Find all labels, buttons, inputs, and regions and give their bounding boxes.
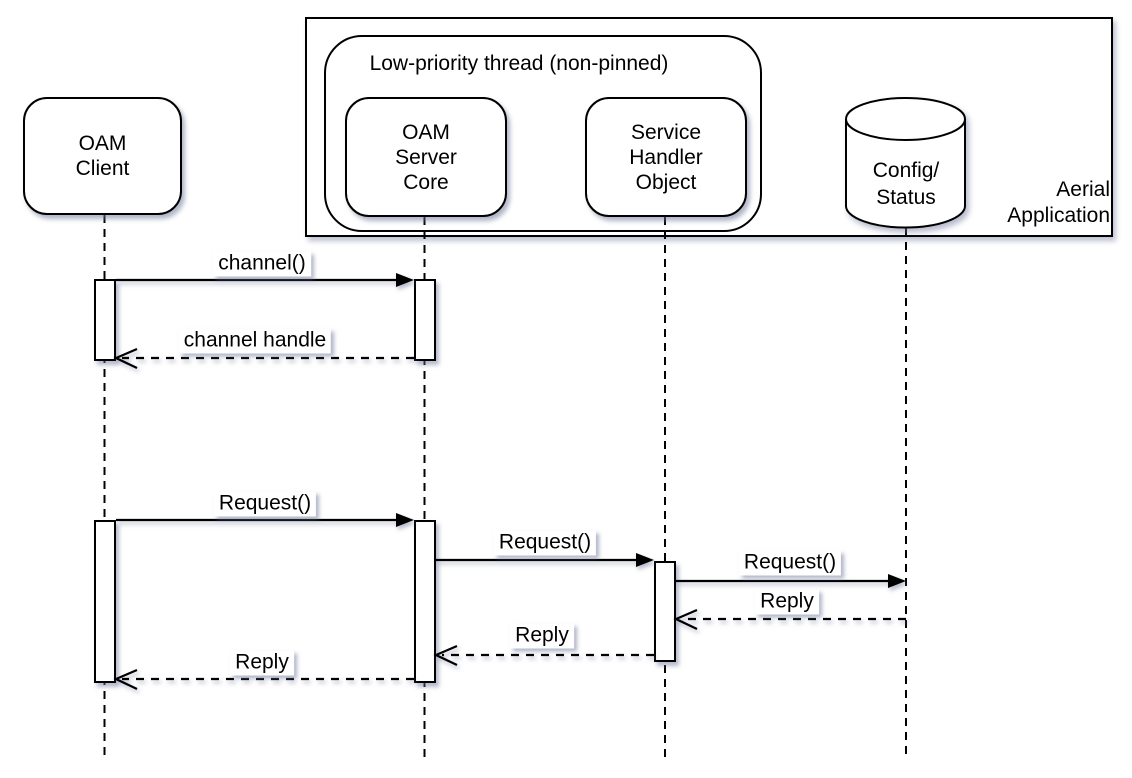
oam-server-core-label-line2: Server (395, 145, 457, 169)
activation-oam-server-core-2 (414, 520, 436, 683)
message-reply-from-handler-label: Reply (510, 623, 574, 649)
aerial-application-label-line2: Application (1007, 204, 1110, 227)
low-priority-thread-title-text: Low-priority thread (non-pinned) (369, 52, 669, 75)
oam-client-label-line2: Client (75, 157, 130, 180)
activation-oam-client-2 (94, 520, 116, 683)
message-reply-to-client-label: Reply (230, 650, 294, 676)
aerial-application-label-line1: Aerial (1056, 178, 1110, 201)
participant-oam-client: OAM Client (23, 97, 182, 215)
config-status-label-line1: Config/ (872, 159, 940, 182)
participant-service-handler: Service Handler Object (585, 97, 747, 217)
config-status-label-line2: Status (876, 186, 936, 209)
message-request-to-config-label: Request() (738, 550, 842, 576)
message-request-to-config-arrow (676, 574, 906, 588)
participant-oam-client-label: OAM Client (76, 131, 130, 181)
aerial-application-frame (305, 17, 1113, 237)
message-channel-reply-label: channel handle (178, 328, 332, 354)
participant-oam-server-core-label: OAM Server Core (395, 120, 457, 195)
oam-client-label-line1: OAM (78, 132, 127, 155)
service-handler-label-line2: Handler (629, 145, 703, 169)
oam-server-core-label-line3: Core (403, 170, 449, 194)
low-priority-thread-title: Low-priority thread (non-pinned) (324, 51, 714, 76)
aerial-application-label: Aerial Application (910, 177, 1110, 229)
participant-oam-server-core: OAM Server Core (345, 97, 507, 217)
activation-oam-server-core-1 (414, 279, 436, 361)
message-reply-from-handler-arrow (433, 644, 654, 666)
service-handler-label-line3: Object (635, 170, 697, 194)
service-handler-label-line1: Service (630, 120, 701, 144)
activation-service-handler (654, 561, 676, 662)
message-reply-from-config-label: Reply (755, 589, 819, 615)
config-status-label: Config/ Status (846, 157, 966, 211)
participant-service-handler-label: Service Handler Object (629, 120, 703, 195)
message-request-from-client-label: Request() (213, 491, 317, 517)
oam-server-core-label-line1: OAM (402, 120, 450, 144)
activation-oam-client-1 (94, 279, 116, 361)
message-channel-call-label: channel() (213, 251, 311, 277)
message-request-to-handler-label: Request() (493, 530, 597, 556)
